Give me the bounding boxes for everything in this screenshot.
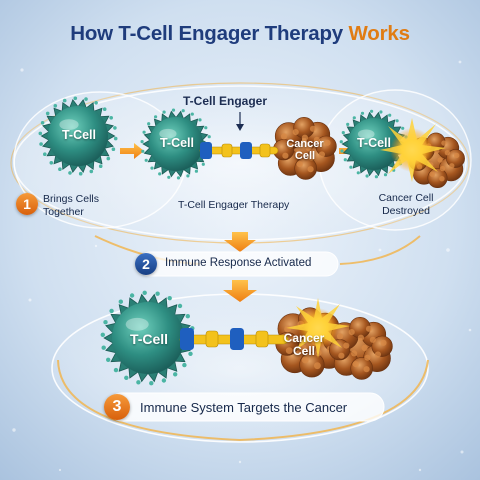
down-arrow-2 xyxy=(223,280,257,302)
t-cell-middle xyxy=(140,108,212,180)
burst-bottom xyxy=(286,298,350,358)
t-cell-label-left: T-Cell xyxy=(61,128,97,142)
engager-connector-top xyxy=(199,142,279,159)
title-lead: How T-Cell Engager Therapy xyxy=(70,22,343,45)
page-title: How T-Cell Engager Therapy Works xyxy=(0,22,480,46)
step-3-badge: 3 xyxy=(104,394,130,420)
engager-pointer-head xyxy=(236,124,244,131)
t-cell-right xyxy=(339,109,409,179)
t-cell-left xyxy=(38,96,118,176)
t-cell-bottom xyxy=(100,290,196,386)
step-2-text: Immune Response Activated xyxy=(165,257,312,269)
panel-middle-caption: T-Cell Engager Therapy xyxy=(178,199,290,211)
t-cell-label-right: T-Cell xyxy=(356,136,392,150)
down-arrow-1 xyxy=(224,232,256,252)
step-1-badge: 1 xyxy=(16,193,38,215)
t-cell-label-bottom: T-Cell xyxy=(129,331,169,347)
right-arrow-1 xyxy=(120,143,144,159)
engager-connector-bottom xyxy=(179,328,289,350)
cancer-cell-top xyxy=(273,116,337,180)
cancer-cell-label-bottom: Cancer Cell xyxy=(283,331,325,358)
panel-left-caption: Brings Cells Together xyxy=(43,193,100,218)
title-highlight: Works xyxy=(348,22,410,45)
panel-right-caption: Cancer Cell Destroyed xyxy=(378,192,434,217)
engager-label: T-Cell Engager xyxy=(183,94,268,108)
step-3-text: Immune System Targets the Cancer xyxy=(140,400,348,415)
cancer-cell-label-top: Cancer Cell xyxy=(286,138,324,162)
burst-top xyxy=(380,118,446,182)
step-2-badge: 2 xyxy=(135,253,157,275)
background-sparkles xyxy=(12,60,472,472)
t-cell-label-middle: T-Cell xyxy=(159,136,195,150)
